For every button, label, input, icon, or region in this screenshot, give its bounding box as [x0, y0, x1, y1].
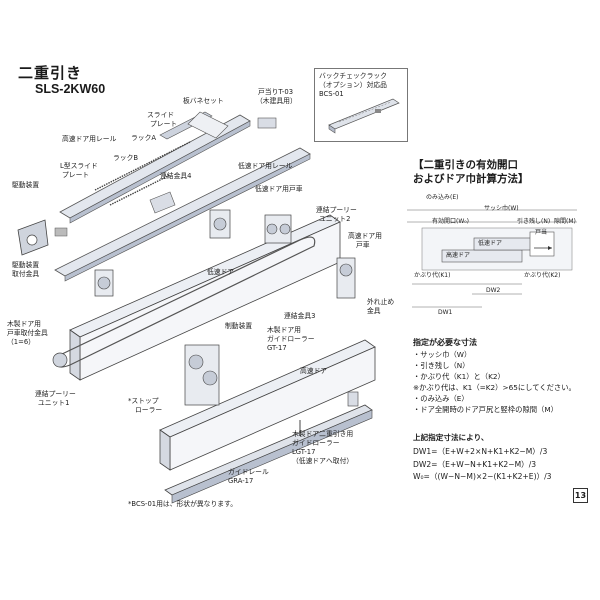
required-item: ・ドア全開時のドア戸尻と竪枠の隙間（M）	[413, 405, 558, 414]
label-pulley-unit1-2: ユニット1	[38, 399, 70, 407]
formula-dw1: DW1=（E+W+2×N+K1+K2−M）/3	[413, 447, 548, 456]
label-pulley-unit2-2: ユニット2	[319, 215, 351, 223]
required-item: ・かぶり代（K1）と（K2）	[413, 372, 505, 381]
exploded-view-illustration	[17, 111, 376, 504]
model-number: SLS-2KW60	[35, 82, 106, 96]
label-drive-mount-2: 取付金具	[12, 270, 40, 278]
bcs-line1: バックチェックラック	[319, 72, 387, 80]
diagram-fast-door: 高速ドア	[446, 252, 471, 259]
bcs-option-box: バックチェックラック （オプション）対応品 BCS-01	[314, 68, 408, 142]
formula-title: 上記指定寸法により、	[413, 433, 489, 442]
label-link-bracket-3: 連結金具3	[284, 312, 316, 320]
label-car-fast-1: 高速ドア用	[348, 232, 382, 240]
label-rail-slow: 低速ドア用レール	[238, 162, 293, 170]
required-item: ※かぶり代は、K1（=K2）>65にしてください。	[413, 383, 576, 392]
label-l-slide-plate-2: プレート	[62, 171, 90, 179]
label-wood-double-roller-1: 木製ドア二重引き用	[292, 430, 354, 438]
label-wood-double-roller-2: ガイドローラー	[292, 439, 340, 447]
bcs-rack-illustration	[328, 98, 400, 134]
bcs-line2: （オプション）対応品	[319, 81, 387, 89]
label-fast-door: 高速ドア	[300, 367, 328, 375]
label-wood-door-mount-1: 木製ドア用	[7, 320, 41, 328]
label-anti-derail-1: 外れ止め	[367, 298, 395, 306]
label-door-stop-1: 戸当りT-03	[258, 88, 294, 96]
label-pulley-unit2-1: 連結プーリー	[316, 206, 357, 214]
bcs-line3: BCS-01	[319, 90, 344, 98]
required-dimensions-list: ・サッシ巾（W） ・引き残し（N） ・かぶり代（K1）と（K2） ※かぶり代は、…	[413, 349, 576, 415]
diagram-dw1: DW1	[438, 309, 453, 316]
calc-title-line2: およびドア巾計算方法】	[413, 173, 529, 185]
diagram-overlap-k2: かぶり代(K2)	[524, 272, 561, 279]
label-rack-b: ラックB	[113, 154, 139, 162]
formula-dw2: DW2=（E+W−N+K1+K2−M）/3	[413, 459, 537, 469]
label-guide-rail-1: ガイドレール	[228, 468, 269, 476]
calc-section-title: 【二重引きの有効開口 およびドア巾計算方法】	[413, 158, 529, 186]
label-drive-mount-1: 駆動装置	[12, 261, 40, 269]
page-title: 二重引き	[18, 64, 83, 82]
required-item: ・のみ込み（E）	[413, 394, 469, 403]
required-dimensions-title: 指定が必要な寸法	[413, 338, 477, 347]
formula-w0: W₀=（(W−N−M)×2−(K1+K2+E)）/3	[413, 472, 552, 481]
label-guide-rail-2: GRA-17	[228, 477, 254, 485]
diagram-dw2: DW2	[486, 287, 501, 294]
label-car-slow: 低速ドア用戸車	[255, 185, 303, 193]
label-wood-double-roller-4: （低速ドアへ取付）	[292, 457, 354, 465]
label-car-fast-2: 戸車	[356, 241, 370, 249]
diagram-nomikomi: のみ込み(E)	[426, 194, 459, 201]
label-rack-a: ラックA	[131, 134, 157, 142]
opening-diagram-svg	[407, 209, 577, 308]
diagram-slow-door: 低速ドア	[478, 240, 503, 247]
label-drive-unit: 駆動装置	[12, 181, 40, 189]
diagram-sash-width: サッシ巾(W)	[484, 205, 519, 212]
label-anti-derail-2: 金具	[367, 307, 381, 315]
opening-diagram: のみ込み(E) サッシ巾(W) 有効開口(W₀) 引き残し(N) 隙間(M) 戸…	[402, 192, 582, 322]
label-wood-guide-roller-3: GT-17	[267, 344, 287, 352]
label-brake: 制動装置	[225, 322, 253, 330]
label-door-stop-2: （木建具用）	[256, 97, 297, 105]
diagram-effective-opening: 有効開口(W₀)	[432, 218, 470, 225]
diagram-door-stop: 戸当	[535, 229, 548, 236]
label-pulley-unit1-1: 連結プーリー	[35, 390, 76, 398]
required-item: ・引き残し（N）	[413, 361, 470, 370]
label-wood-guide-roller-1: 木製ドア用	[267, 326, 301, 334]
label-leaf-spring-set: 板バネセット	[183, 97, 224, 105]
label-rail-fast: 高速ドア用レール	[62, 135, 117, 143]
footnote: *BCS-01用は、形状が異なります。	[128, 500, 237, 508]
calc-title-line1: 【二重引きの有効開口	[413, 159, 518, 171]
label-slide-plate-1: スライド	[147, 111, 175, 119]
label-wood-door-mount-2: 戸車取付金具	[7, 329, 48, 337]
required-item: ・サッシ巾（W）	[413, 350, 472, 359]
label-wood-door-mount-3: （1=6）	[7, 338, 35, 346]
label-l-slide-plate-1: L型スライド	[60, 162, 98, 170]
label-wood-double-roller-3: LGT-17	[292, 448, 316, 456]
diagram-pull-remain: 引き残し(N)	[517, 218, 551, 225]
page-number: 13	[573, 488, 588, 503]
formula-list: DW1=（E+W+2×N+K1+K2−M）/3 DW2=（E+W−N+K1+K2…	[413, 446, 552, 484]
label-wood-guide-roller-2: ガイドローラー	[267, 335, 315, 343]
diagram-overlap-k1: かぶり代(K1)	[414, 272, 451, 279]
diagram-gap: 隙間(M)	[554, 218, 576, 225]
label-slide-plate-2: プレート	[150, 120, 178, 128]
label-stopper-roller-1: *ストップ	[128, 397, 159, 405]
label-stopper-roller-2: ローラー	[135, 406, 163, 414]
label-slow-door: 低速ドア	[207, 268, 235, 276]
label-link-bracket-4: 連結金具4	[160, 172, 192, 180]
